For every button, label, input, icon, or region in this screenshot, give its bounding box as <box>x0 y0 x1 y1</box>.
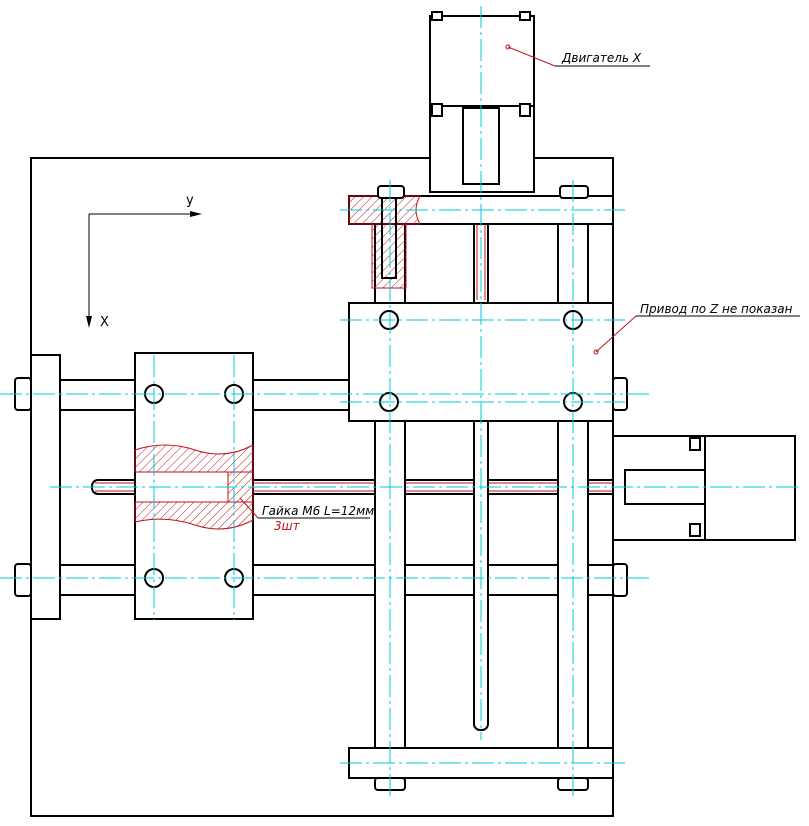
axis-x-label: X <box>100 315 109 330</box>
centerlines <box>0 6 800 800</box>
motor-x-label: Двигатель Х <box>561 51 642 65</box>
nut-qty-label: 3шт <box>274 519 301 533</box>
nut-spec-label: Гайка М6 L=12мм <box>262 504 374 518</box>
axis-y-label: y <box>186 193 194 208</box>
annotations: Двигатель Х Привод по Z не показан Гайка… <box>239 46 800 533</box>
motor-y <box>612 435 796 541</box>
y-carriage <box>134 352 254 620</box>
coordinate-axes: y X <box>86 193 202 330</box>
z-drive-note: Привод по Z не показан <box>640 302 793 316</box>
motor-x <box>429 11 535 193</box>
